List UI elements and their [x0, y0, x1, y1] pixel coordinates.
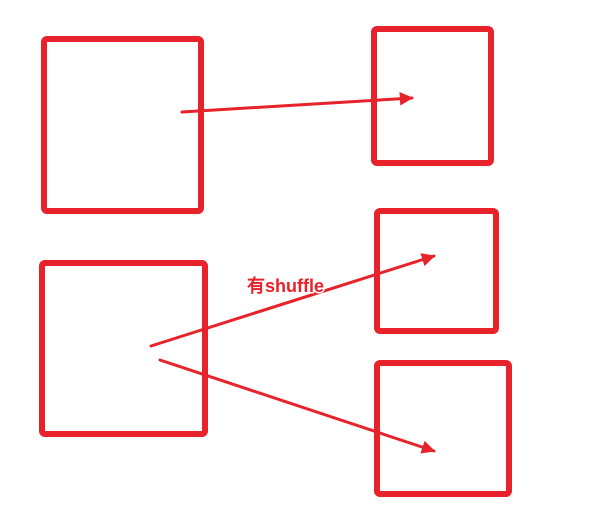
box-bottom-left [39, 260, 208, 437]
box-bottom-right-lower [374, 360, 512, 497]
box-bottom-right-upper [374, 208, 499, 334]
arrow-shuffle-lower [158, 358, 436, 454]
arrow-top [180, 92, 414, 114]
box-top-left [41, 36, 204, 214]
box-top-right [371, 26, 494, 166]
shuffle-label: 有shuffle [247, 275, 324, 296]
arrow-shuffle-upper [149, 253, 436, 348]
